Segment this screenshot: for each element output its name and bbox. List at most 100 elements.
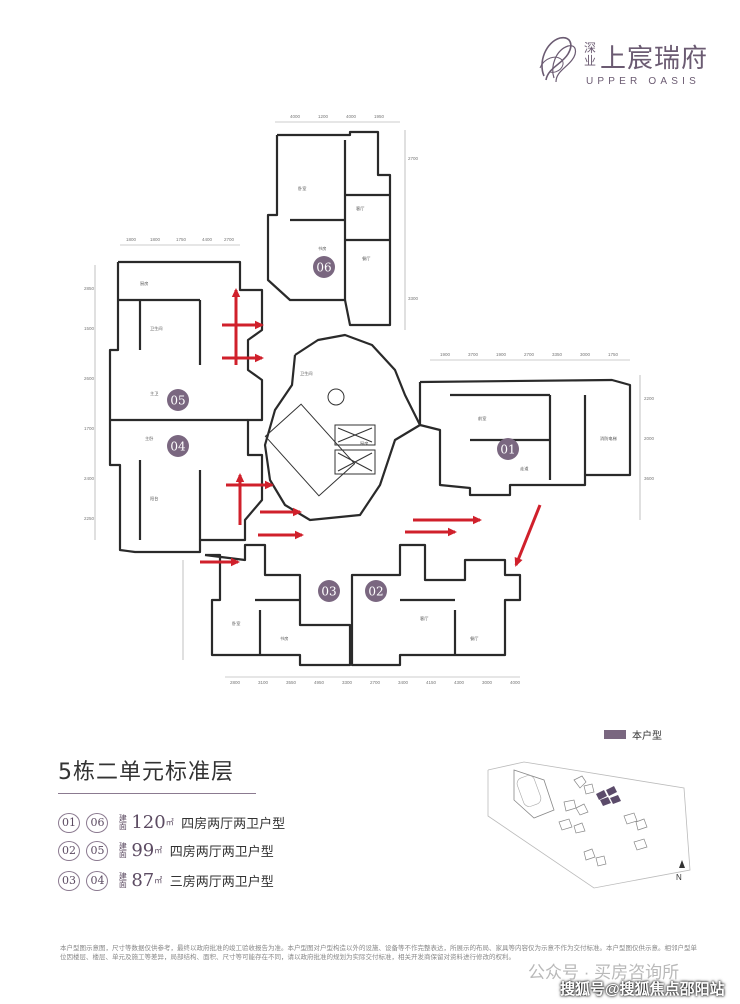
unit-marker-label: 02 — [368, 585, 383, 599]
room-label: 卧室 — [232, 620, 240, 627]
dimension-value: 1800 — [126, 237, 137, 242]
dimension-value: 1200 — [318, 114, 329, 119]
unit-marker-label: 03 — [321, 585, 336, 599]
dimension-value: 2000 — [644, 436, 655, 441]
arrow-head-icon — [235, 473, 245, 482]
unit-type-row: 01 06 建面 120㎡ 四房两厅两卫户型 — [58, 812, 285, 836]
unit-marker-label: 04 — [170, 440, 186, 454]
unit-area: 120 — [131, 812, 166, 833]
watermark-public-account: 公众号 · 买房咨询所 — [528, 963, 680, 982]
legend: 本户型 — [604, 727, 724, 743]
highlighted-building-icon — [596, 786, 621, 806]
unit-number-circle: 01 — [58, 812, 80, 833]
dimension-value: 1900 — [496, 352, 507, 357]
dimension-value: 2700 — [370, 680, 381, 685]
unit-number-circle: 06 — [86, 812, 109, 833]
dimension-lines — [94, 121, 641, 678]
arrow-head-icon — [448, 527, 457, 537]
arrow-head-icon — [265, 480, 274, 490]
room-label: 餐厅 — [470, 635, 478, 642]
dimension-value: 4000 — [346, 114, 357, 119]
dimension-value: 2850 — [84, 286, 95, 291]
unit-marker-label: 05 — [170, 394, 185, 408]
dimension-value: 3300 — [408, 296, 419, 301]
sightline-arrows — [200, 288, 542, 567]
dimension-value: 4300 — [454, 680, 465, 685]
dimension-value: 1750 — [608, 352, 619, 357]
room-label: 书房 — [318, 245, 326, 252]
dimension-value: 3550 — [286, 680, 297, 685]
unit-number-circle: 02 — [58, 840, 80, 861]
dimension-value: 3300 — [342, 680, 353, 685]
brand-name-main: 上宸瑞府 — [600, 44, 709, 74]
unit-area: 87 — [131, 870, 155, 891]
dimension-value: 1950 — [374, 114, 385, 119]
area-tag: 建面 — [118, 841, 127, 859]
unit-marker-circle — [167, 389, 189, 411]
dimension-value: 2600 — [84, 376, 95, 381]
dimension-value: 2700 — [408, 156, 419, 161]
site-plan: N — [487, 761, 691, 889]
dimension-value: 4000 — [510, 680, 521, 685]
room-label: 厨房 — [140, 280, 148, 287]
unit-type-row: 02 05 建面 99㎡ 四房两厅两卫户型 — [58, 840, 274, 864]
room-label: 消防电梯 — [600, 435, 617, 442]
area-tag: 建面 — [118, 813, 127, 831]
arrow-head-icon — [231, 557, 240, 567]
room-label: 前室 — [478, 415, 486, 422]
unit-area: 99 — [131, 840, 155, 861]
unit-number-circle: 04 — [86, 870, 109, 891]
room-label: 走道 — [520, 465, 529, 472]
dimension-value: 2800 — [230, 680, 241, 685]
dimension-value: 1800 — [150, 237, 161, 242]
area-unit: ㎡ — [154, 846, 163, 855]
brand-name-en: UPPER OASIS — [586, 76, 700, 87]
dimension-value: 4000 — [290, 114, 301, 119]
arrow-head-icon — [293, 507, 302, 517]
north-label: N — [676, 873, 682, 882]
unit-description: 四房两厅两卫户型 — [181, 816, 286, 831]
unit-description: 四房两厅两卫户型 — [169, 844, 274, 859]
brand-name-small: 深业 — [584, 41, 597, 68]
room-label: 卧室 — [298, 185, 306, 192]
unit-number-circle: 03 — [58, 870, 80, 891]
brand-block: 深业 上宸瑞府 UPPER OASIS — [528, 32, 718, 92]
dimension-value: 2700 — [224, 237, 235, 242]
unit-marker-circle — [313, 256, 335, 278]
unit-marker-circle — [167, 435, 189, 457]
room-label: 厨房 — [360, 440, 368, 447]
dimension-value: 2400 — [84, 476, 95, 481]
room-label: 餐厅 — [362, 255, 370, 262]
dimension-value: 1500 — [84, 326, 95, 331]
page-title: 5栋二单元标准层 — [58, 760, 234, 785]
dimension-value: 1900 — [440, 352, 451, 357]
unit-number-circle: 05 — [86, 840, 109, 861]
dimension-value: 3350 — [552, 352, 563, 357]
unit-marker-label: 01 — [500, 443, 515, 457]
unit-marker-label: 06 — [316, 261, 331, 275]
north-arrow-icon — [679, 860, 685, 868]
arrow-head-icon — [295, 530, 304, 540]
dimension-value: 3600 — [644, 476, 655, 481]
legend-label: 本户型 — [632, 731, 662, 742]
room-label: 卫生间 — [300, 370, 313, 377]
area-tag: 建面 — [118, 871, 127, 889]
unit-marker-circle — [318, 580, 340, 602]
dimension-value: 2200 — [644, 396, 655, 401]
unit-type-row: 03 04 建面 87㎡ 三房两厅两卫户型 — [58, 870, 274, 894]
legend-swatch — [604, 730, 626, 739]
unit-marker-circle — [497, 438, 519, 460]
dimension-value: 1750 — [176, 237, 187, 242]
room-label: 主卧 — [145, 435, 153, 442]
dimension-value: 3700 — [468, 352, 479, 357]
title-divider — [58, 793, 256, 794]
arrow-head-icon — [514, 556, 523, 567]
arrow-head-icon — [255, 353, 264, 363]
room-label: 阳台 — [150, 495, 158, 502]
unit-markers: 06 05 04 01 03 02 — [167, 256, 519, 602]
room-label: 客厅 — [420, 615, 428, 622]
area-unit: ㎡ — [165, 818, 174, 827]
dimension-value: 3100 — [258, 680, 269, 685]
room-label: 卫生间 — [150, 325, 163, 332]
